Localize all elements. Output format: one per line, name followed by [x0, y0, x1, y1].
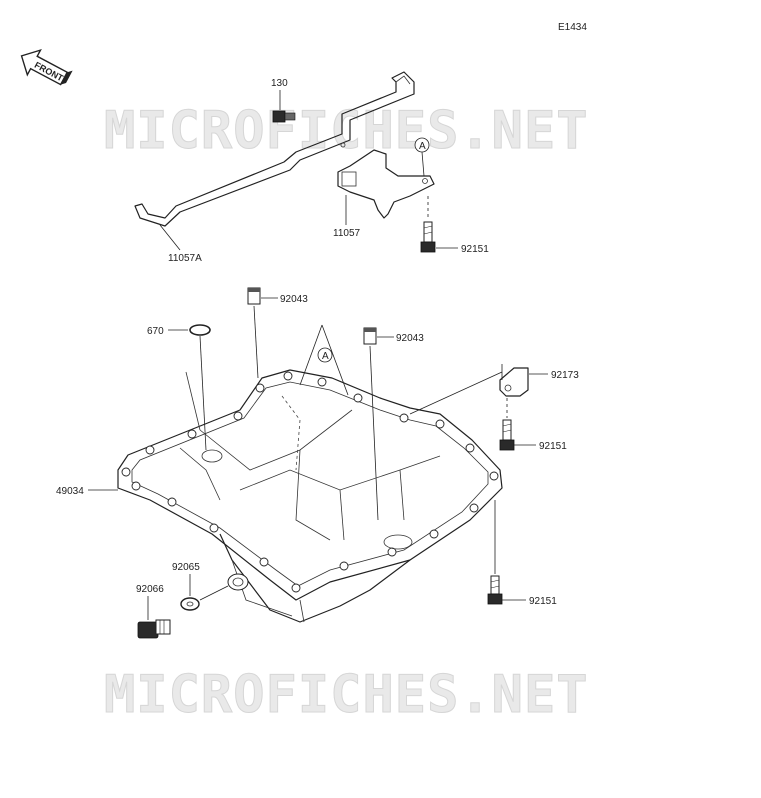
watermark-bottom: MICROFICHES.NET: [104, 665, 589, 725]
label-92043-left: 92043: [280, 294, 308, 305]
label-92151-bottom: 92151: [529, 596, 557, 607]
front-arrow-icon: FRONT: [20, 48, 73, 86]
label-92151-top: 92151: [461, 244, 489, 255]
label-11057a: 11057A: [168, 253, 202, 264]
label-92173: 92173: [551, 370, 579, 381]
bracket-11057a: [134, 71, 415, 227]
watermark-top: MICROFICHES.NET: [104, 101, 589, 161]
ref-marker-a-middle: A: [322, 351, 329, 362]
bracket-11057: [337, 149, 435, 219]
bolt-92151-top: [420, 196, 436, 253]
label-92065: 92065: [172, 562, 200, 573]
bolt-92151-middle: [499, 398, 515, 451]
label-92151-middle: 92151: [539, 441, 567, 452]
label-11057: 11057: [333, 228, 361, 239]
bolt-92151-bottom: [487, 500, 503, 605]
label-130: 130: [271, 78, 288, 89]
oil-pan-49034: [117, 369, 503, 623]
label-92066: 92066: [136, 584, 164, 595]
label-49034: 49034: [56, 486, 84, 497]
drain-plug-92066: [137, 619, 171, 639]
diagram-code: E1434: [558, 22, 587, 33]
bolt-130: [272, 110, 296, 123]
label-670: 670: [147, 326, 164, 337]
ref-marker-a-top: A: [419, 141, 426, 152]
label-92043-right: 92043: [396, 333, 424, 344]
clamp-92173: [499, 367, 529, 397]
